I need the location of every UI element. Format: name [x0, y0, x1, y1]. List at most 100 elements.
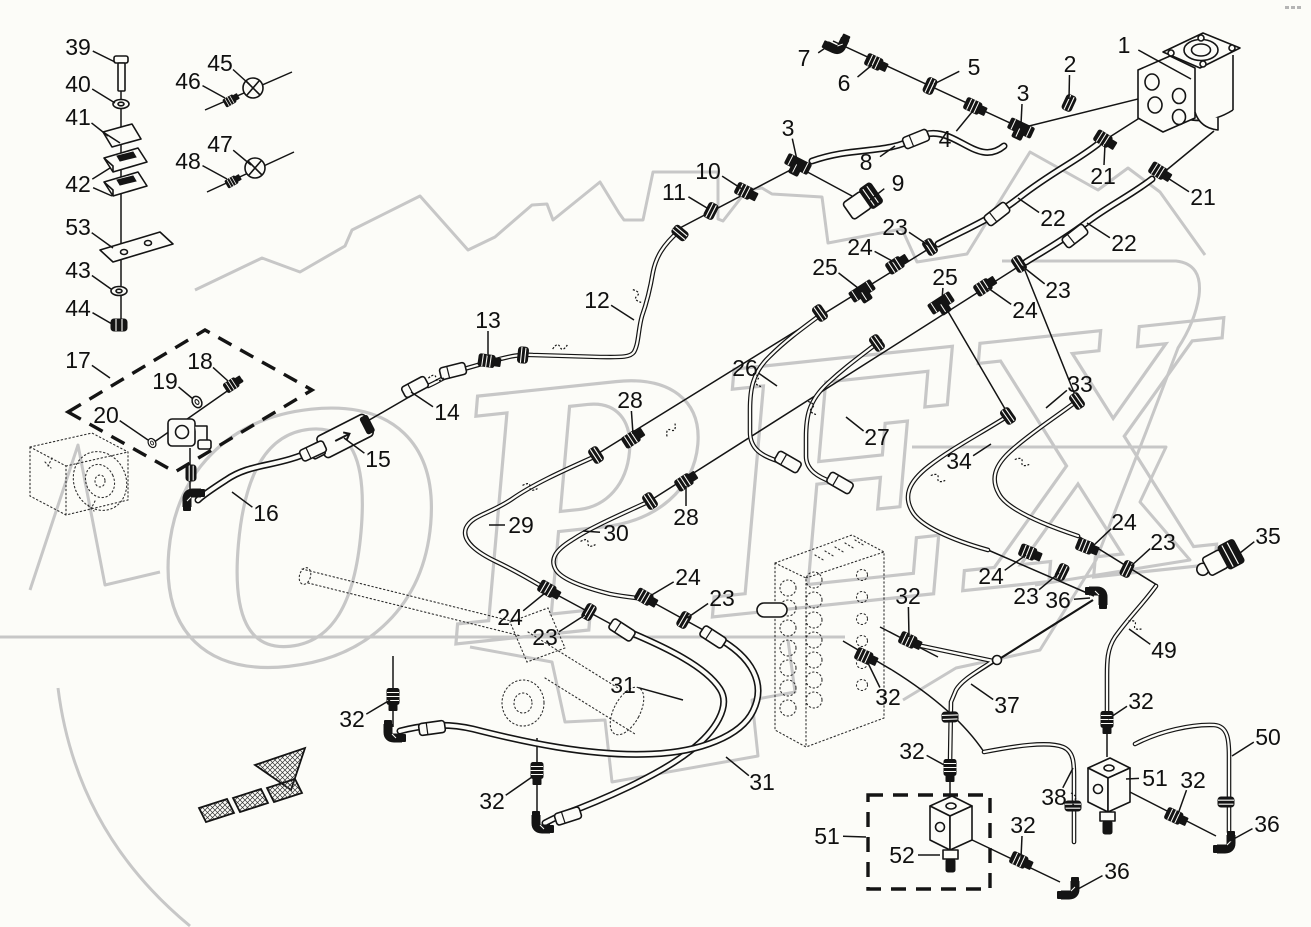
callout-36: 36: [1045, 587, 1071, 613]
callout-25: 25: [812, 254, 838, 280]
dashed-parallelogram-17: [64, 328, 316, 474]
callout-50: 50: [1255, 724, 1281, 750]
callouts-layer: 3940414253434445464748765432138910112121…: [65, 32, 1281, 890]
callout-leader: [987, 287, 1012, 306]
callout-19: 19: [152, 368, 178, 394]
callout-23: 23: [532, 624, 558, 650]
callout-leader: [522, 592, 546, 612]
callout-10: 10: [695, 158, 721, 184]
callout-21: 21: [1090, 163, 1116, 189]
callout-32: 32: [1010, 812, 1036, 838]
callout-leader: [92, 312, 113, 325]
valve-port-stub: [756, 602, 788, 618]
fittings-layer: [145, 27, 1235, 899]
callout-13: 13: [475, 307, 501, 333]
callout-leader: [688, 196, 708, 209]
callout-27: 27: [864, 424, 890, 450]
callout-leader: [970, 683, 994, 701]
callout-leader: [1017, 197, 1040, 214]
sensor-9: [842, 182, 883, 220]
callout-5: 5: [968, 54, 981, 80]
callout-leader: [1045, 389, 1068, 409]
callout-33: 33: [1067, 371, 1093, 397]
cube-valve-52: [929, 795, 973, 873]
callout-17: 17: [65, 347, 91, 373]
cube-valve-51: [1087, 757, 1131, 835]
watermark-zigzag-top: [194, 150, 1207, 292]
callout-23: 23: [709, 585, 735, 611]
callout-leader: [758, 372, 778, 387]
callout-1: 1: [1118, 32, 1131, 58]
watermark-fragment-mid: [912, 445, 1192, 587]
callout-45: 45: [207, 50, 233, 76]
cap-nut-45-group: [242, 77, 266, 179]
callout-leader: [857, 64, 873, 78]
group-boxes: [64, 328, 992, 891]
callout-29: 29: [508, 512, 534, 538]
callout-leader: [941, 287, 944, 301]
callout-leader: [1062, 767, 1074, 789]
callout-3: 3: [1017, 80, 1030, 106]
callout-2: 2: [1064, 51, 1077, 77]
callout-31: 31: [749, 769, 775, 795]
bracket-20-group: [167, 418, 212, 450]
hydraulic-cylinder-reference: [298, 567, 645, 736]
callout-32: 32: [1128, 688, 1154, 714]
callout-leader: [1004, 554, 1027, 571]
callout-leader: [1162, 174, 1190, 193]
callout-40: 40: [65, 71, 91, 97]
callout-3: 3: [782, 115, 795, 141]
callout-39: 39: [65, 34, 91, 60]
watermark-text: OPEX: [135, 248, 1259, 754]
callout-6: 6: [838, 70, 851, 96]
callout-43: 43: [65, 257, 91, 283]
callout-leader: [1073, 597, 1091, 601]
callout-44: 44: [65, 295, 91, 321]
callout-23: 23: [882, 214, 908, 240]
callout-32: 32: [899, 738, 925, 764]
bolt-39: [113, 55, 129, 64]
direction-arrow: [197, 746, 307, 824]
callout-leader: [231, 491, 253, 508]
pump-reference: [29, 432, 129, 516]
callout-leader: [908, 231, 929, 246]
callout-leader: [1068, 74, 1071, 100]
callout-8: 8: [860, 149, 873, 175]
callout-11: 11: [662, 179, 686, 205]
callout-leader: [91, 167, 111, 180]
callout-leader: [866, 660, 881, 688]
callout-leader: [907, 606, 910, 638]
callout-21: 21: [1190, 184, 1216, 210]
callout-26: 26: [732, 355, 758, 381]
callout-leader: [686, 602, 709, 619]
callout-24: 24: [1012, 297, 1038, 323]
callout-28: 28: [673, 504, 699, 530]
callout-12: 12: [584, 287, 610, 313]
callout-leader: [955, 111, 973, 132]
check-valve-15: [307, 413, 375, 460]
callout-leader: [91, 88, 116, 104]
callout-22: 22: [1111, 230, 1137, 256]
callout-leader: [1125, 777, 1140, 780]
callout-leader: [721, 175, 743, 190]
callout-7: 7: [798, 45, 811, 71]
callout-leader: [725, 756, 750, 777]
callout-leader: [845, 416, 865, 432]
callout-leader: [343, 437, 365, 454]
callout-leader: [232, 68, 250, 85]
callout-52: 52: [889, 842, 915, 868]
callout-leader: [1231, 741, 1255, 757]
callout-leader: [1086, 222, 1111, 239]
callout-leader: [630, 410, 634, 435]
callout-46: 46: [175, 68, 201, 94]
callout-leader: [232, 149, 252, 166]
callout-leader: [1229, 827, 1253, 842]
callout-32: 32: [875, 684, 901, 710]
callout-28: 28: [617, 387, 643, 413]
coupler-35: [1196, 539, 1245, 577]
callout-32: 32: [1180, 767, 1206, 793]
callout-24: 24: [675, 564, 701, 590]
callout-51: 51: [814, 823, 840, 849]
